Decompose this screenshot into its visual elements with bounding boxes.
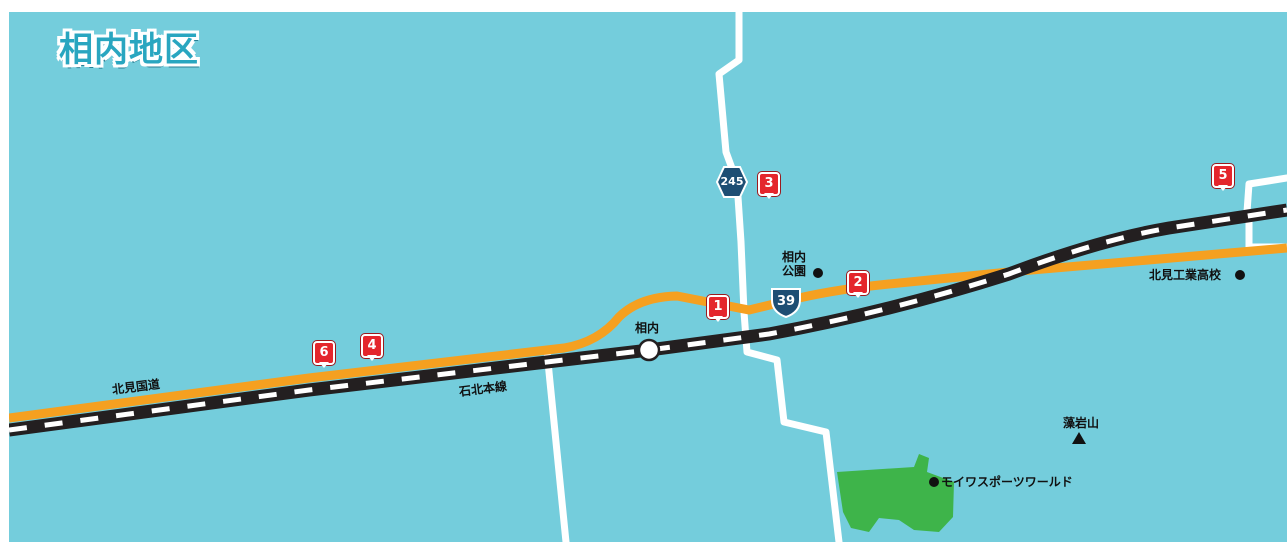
route-39-shield: 39	[770, 286, 802, 319]
park-area	[837, 454, 954, 532]
route-245-label: 245	[720, 175, 744, 188]
map-area: 相内地区 245 39 1 2 3 4 5 6 相内 相内 公園 北見工業高校 …	[9, 12, 1287, 542]
map-drawing	[9, 12, 1287, 542]
mountain-label: 藻岩山	[1063, 416, 1100, 430]
marker-2[interactable]: 2	[847, 271, 869, 298]
route-39-label: 39	[776, 294, 796, 309]
station-label: 相内	[635, 321, 660, 335]
dot-icon	[1235, 270, 1245, 280]
sports-label: モイワスポーツワールド	[941, 475, 1073, 489]
road-east	[1243, 174, 1287, 216]
road-east-box	[1245, 218, 1287, 251]
map-title: 相内地区	[59, 30, 199, 70]
station-circle-icon	[637, 338, 661, 362]
marker-5[interactable]: 5	[1212, 164, 1234, 191]
marker-1[interactable]: 1	[707, 295, 729, 322]
marker-4[interactable]: 4	[361, 334, 383, 361]
school-label: 北見工業高校	[1149, 268, 1222, 282]
park-label: 相内 公園	[782, 250, 807, 278]
road-north	[715, 12, 843, 542]
dot-icon	[929, 477, 939, 487]
marker-3[interactable]: 3	[758, 172, 780, 199]
railway-line-base	[9, 203, 1287, 437]
triangle-icon	[1072, 432, 1086, 444]
railway-line-dash	[9, 207, 1287, 433]
dot-icon	[813, 268, 823, 278]
road-south-west	[543, 348, 570, 542]
marker-6[interactable]: 6	[313, 341, 335, 368]
marker-5-label: 5	[1212, 164, 1234, 188]
route-245-shield: 245	[715, 166, 749, 198]
